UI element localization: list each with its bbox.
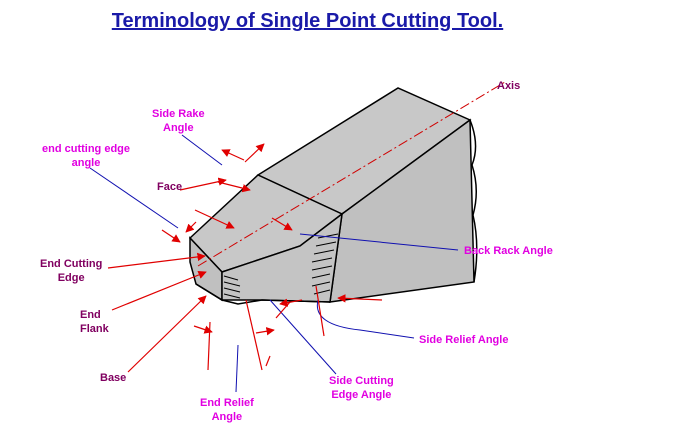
label-face: Face xyxy=(157,181,183,193)
label-end-cutting-edge: End Cutting Edge xyxy=(40,258,103,284)
red-arrows xyxy=(107,143,383,373)
label-axis: Axis xyxy=(497,80,521,92)
leader-lines xyxy=(89,134,459,393)
label-side-rake-angle: Side Rake Angle xyxy=(152,108,205,134)
label-end-flank: End Flank xyxy=(80,309,109,335)
label-base: Base xyxy=(100,372,127,384)
label-end-relief-angle: End Relief Angle xyxy=(200,397,254,423)
label-end-cutting-edge-angle: end cutting edge angle xyxy=(42,143,130,169)
diagram-title: Terminology of Single Point Cutting Tool… xyxy=(111,10,504,32)
label-side-relief-angle: Side Relief Angle xyxy=(419,334,509,346)
axis-line xyxy=(197,81,506,267)
nose-hatching xyxy=(223,233,339,299)
label-back-rake-angle: Back Rack Angle xyxy=(464,245,553,257)
shank-broken-end xyxy=(469,119,478,283)
label-side-cutting-edge-angle: Side Cutting Edge Angle xyxy=(329,375,394,401)
